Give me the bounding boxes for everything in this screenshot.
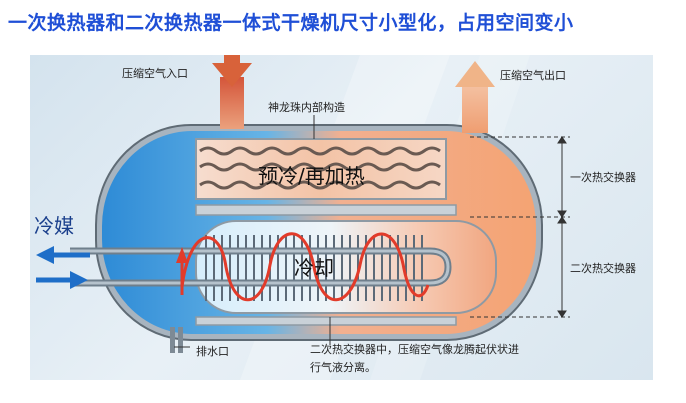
label-internal-structure: 神龙珠内部构造 <box>268 100 345 114</box>
label-refrigerant: 冷媒 <box>34 214 74 238</box>
label-precool-reheat: 预冷/再加热 <box>258 164 365 188</box>
outlet-arrow <box>455 61 495 87</box>
label-primary-exchanger: 一次热交换器 <box>570 170 636 184</box>
label-drain: 排水口 <box>196 344 229 358</box>
bottom-plate <box>195 316 457 326</box>
label-note-line2: 行气液分离。 <box>310 360 376 374</box>
refrigerant-out-arrow <box>36 246 90 264</box>
headline: 一次换热器和二次换热器一体式干燥机尺寸小型化，占用空间变小 <box>8 12 574 34</box>
refrigerant-tube-highlight <box>70 249 450 285</box>
label-cooling: 冷却 <box>294 256 334 280</box>
inlet-arrow-stem <box>224 55 240 67</box>
dryer-diagram: 压缩空气入口 压缩空气出口 神龙珠内部构造 预冷/再加热 冷却 冷媒 一次热交换… <box>30 55 653 380</box>
label-secondary-exchanger: 二次热交换器 <box>570 261 636 275</box>
dryer-cross-section: 压缩空气入口 压缩空气出口 神龙珠内部构造 预冷/再加热 冷却 冷媒 一次热交换… <box>34 55 636 380</box>
tube-row <box>199 146 441 156</box>
outlet-pipe <box>462 85 488 133</box>
divider-plate <box>195 204 457 216</box>
label-air-outlet: 压缩空气出口 <box>500 68 566 82</box>
inlet-arrow <box>212 63 252 87</box>
tube-row <box>199 162 441 172</box>
drain-pipe <box>170 327 175 353</box>
dimension-lines <box>470 136 570 318</box>
drain-pipe <box>178 327 183 353</box>
refrigerant-in-arrow <box>36 271 88 289</box>
tube-row <box>199 180 441 190</box>
label-note-line1: 二次热交换器中，压缩空气像龙腾起伏状进 <box>310 342 519 356</box>
label-air-inlet: 压缩空气入口 <box>122 66 188 80</box>
airflow-wave <box>180 232 430 302</box>
